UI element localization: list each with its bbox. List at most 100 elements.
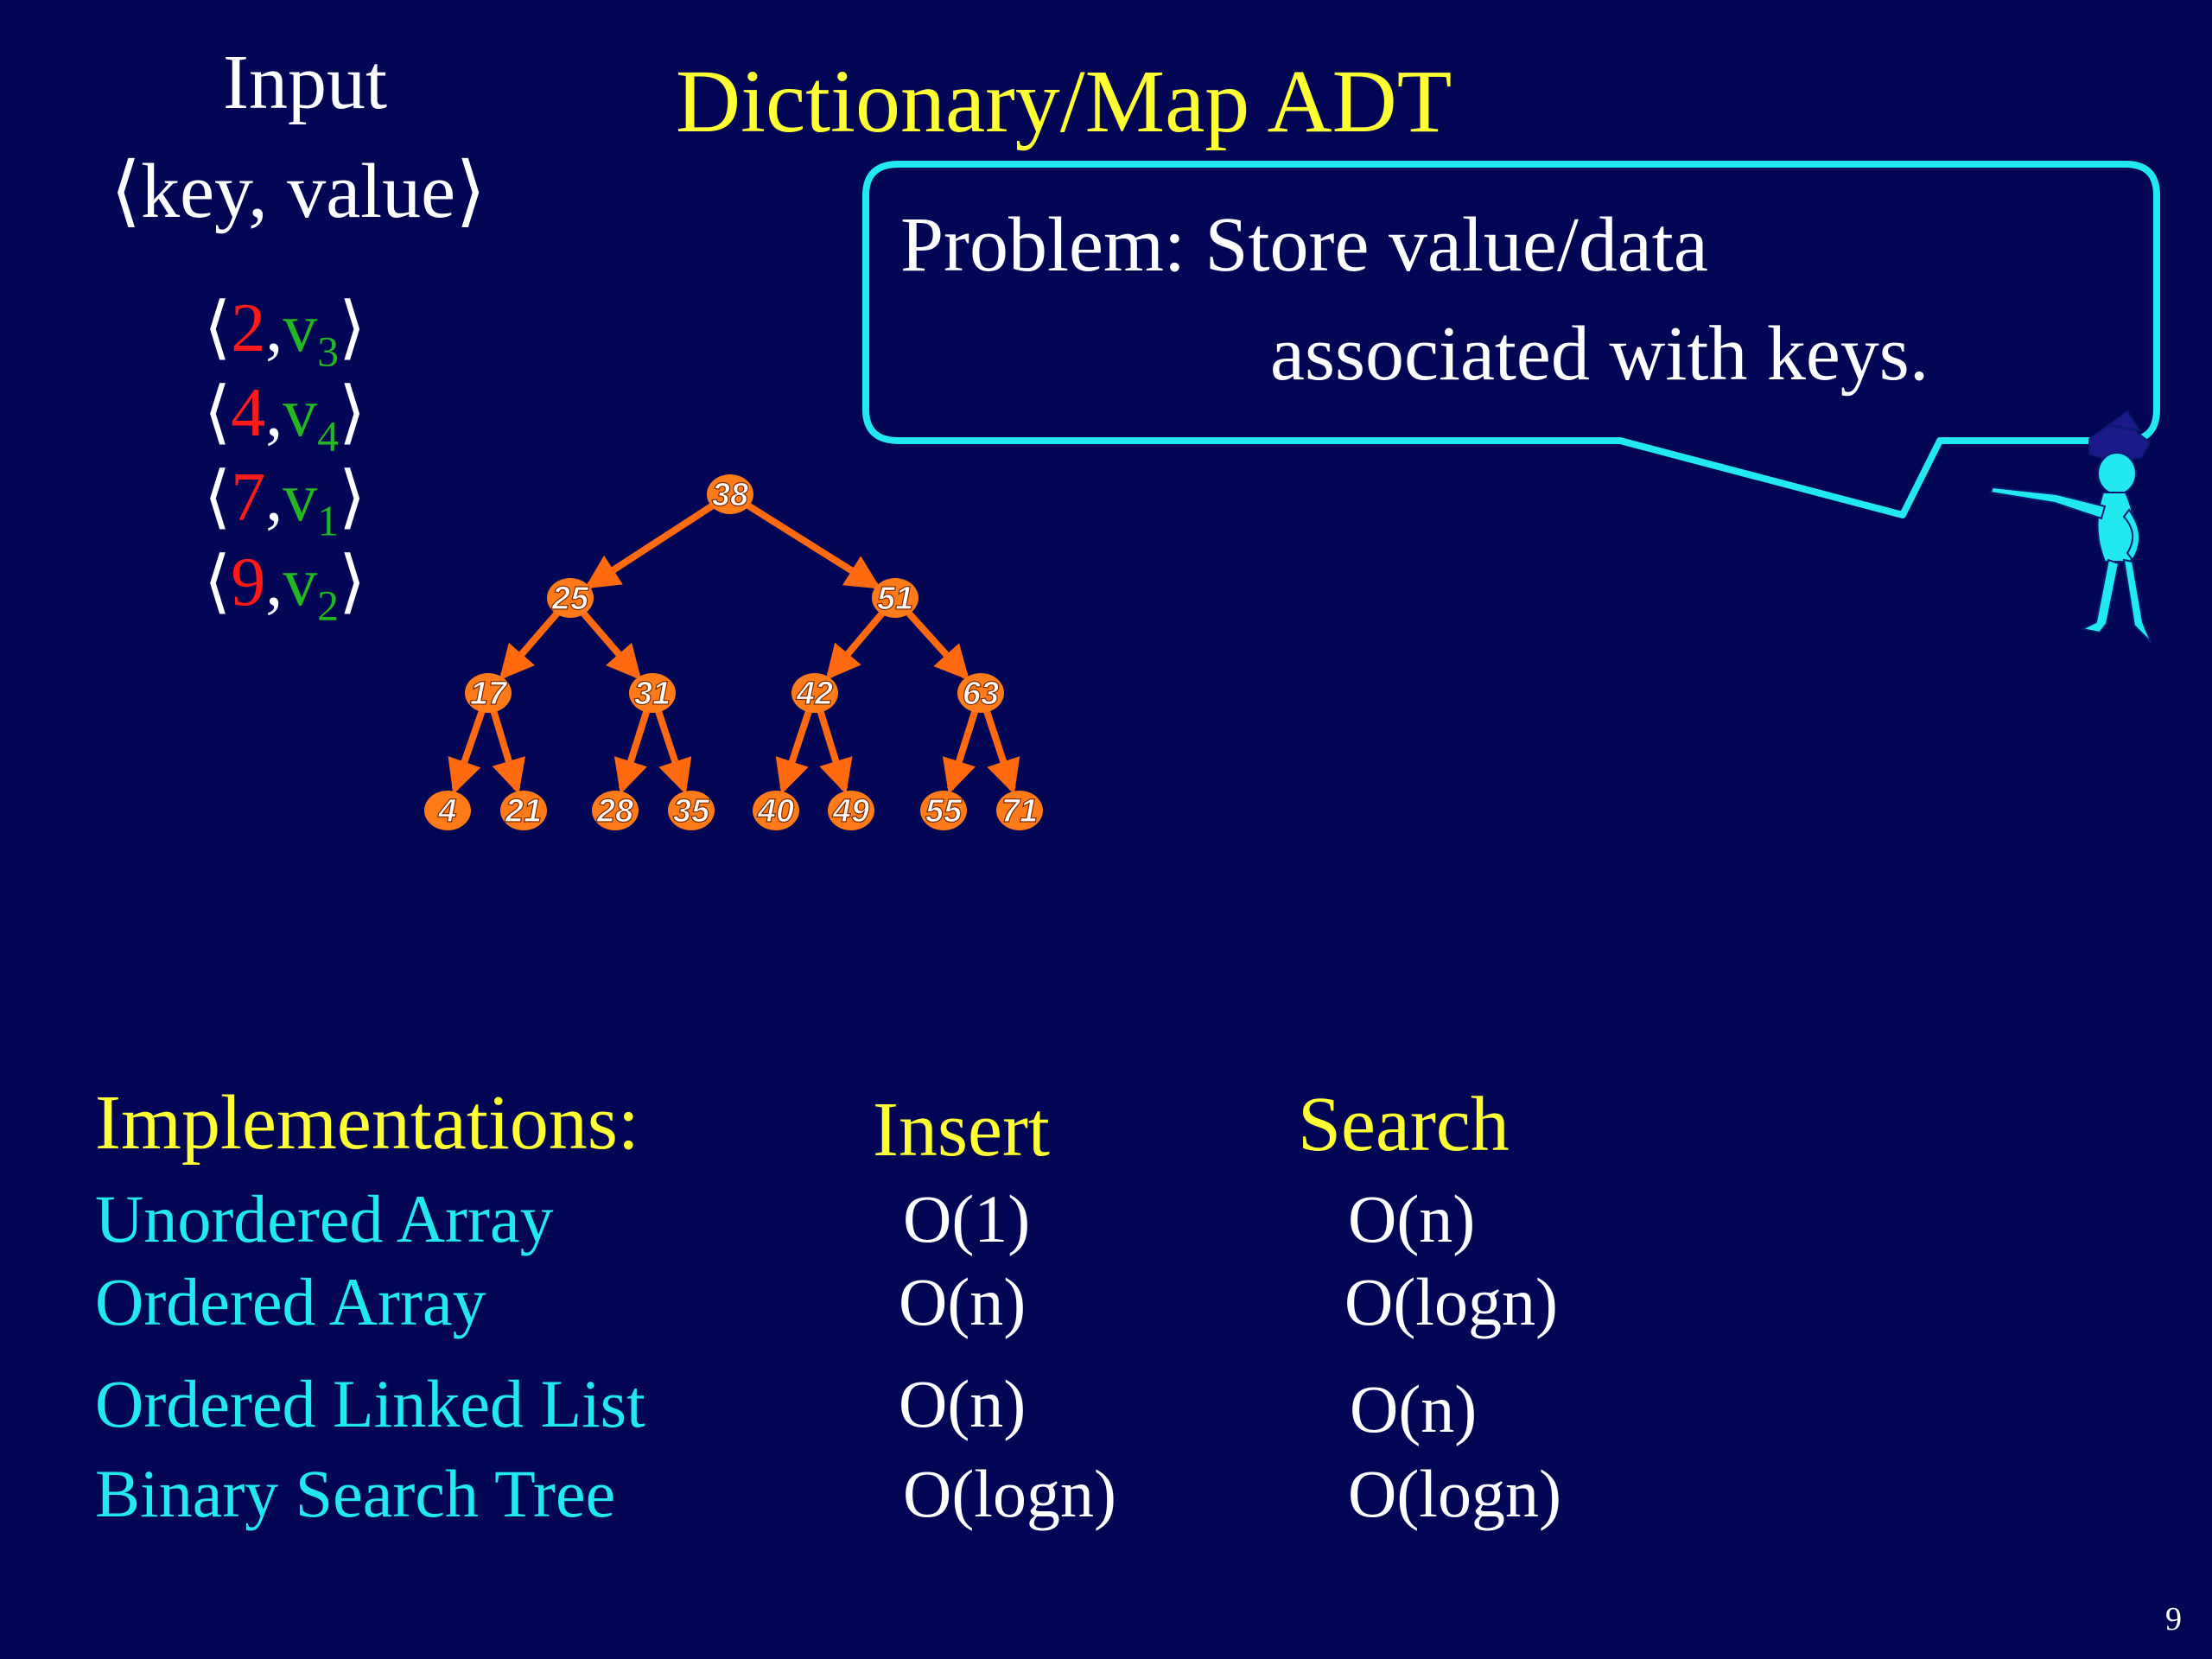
pair-close: ⟩ [339, 375, 366, 451]
tree-node: 35 [668, 791, 715, 830]
pair-row: ⟨ 4,v4⟩ [204, 372, 366, 461]
pair-value-subscript: 4 [317, 412, 340, 461]
tree-edge-arrow [982, 704, 1020, 795]
tree-node-shape [872, 578, 918, 618]
tree-edge-arrow [613, 705, 652, 795]
tree-edge-arrow [942, 705, 980, 795]
pair-value: v2 [283, 544, 340, 630]
pair-open: ⟨ [204, 460, 232, 536]
tree-node: 63 [957, 673, 1004, 713]
tree-edge-arrow [576, 606, 642, 681]
tree-edge-arrow [815, 705, 853, 795]
tree-node-shape [547, 578, 594, 618]
tree-edge-arrow [584, 499, 721, 589]
slide-title: Dictionary/Map ADT [676, 52, 1452, 151]
tree-node-key: 28 [596, 793, 634, 830]
pair-key: 9 [231, 544, 266, 620]
insert-complexity: O(1) [903, 1181, 1031, 1256]
tree-node: 71 [996, 791, 1043, 830]
tree-node-shape [629, 673, 676, 713]
tree-node-key: 4 [437, 793, 456, 830]
implementation-name: Ordered Array [95, 1264, 486, 1339]
pair-value: v1 [283, 460, 340, 545]
implementation-name: Ordered Linked List [95, 1366, 645, 1441]
pair-row: ⟨9,v2⟩ [204, 541, 366, 630]
tree-node-shape [996, 791, 1043, 830]
tree-node-shape [465, 673, 512, 713]
search-complexity: O(n) [1350, 1371, 1478, 1446]
pair-comma: , [265, 460, 283, 536]
tree-node: 31 [629, 673, 676, 713]
pair-value-subscript: 3 [317, 327, 340, 376]
pair-key: 7 [231, 460, 266, 536]
callout-line-1: Problem: Store value/data [900, 202, 1708, 288]
tree-node-key: 71 [1001, 793, 1038, 830]
callout-line-2: associated with keys. [1270, 311, 1929, 397]
column-header-search: Search [1298, 1082, 1510, 1167]
column-header-insert: Insert [873, 1087, 1050, 1173]
tree-node: 51 [872, 578, 918, 618]
pair-close: ⟩ [339, 544, 366, 620]
tree-node-key: 31 [634, 676, 671, 712]
tree-edge-arrow [775, 704, 814, 795]
tree-node-key: 49 [832, 793, 869, 830]
tree-node-shape [592, 791, 639, 830]
tree-edge-arrow [488, 705, 525, 795]
tree-node-shape [753, 791, 799, 830]
tree-node-key: 55 [925, 793, 963, 830]
pair-close: ⟩ [339, 290, 366, 366]
tree-node: 55 [920, 791, 967, 830]
pair-key: 2 [231, 290, 266, 366]
tree-edge-arrow [740, 499, 881, 589]
implementation-name: Binary Search Tree [95, 1456, 616, 1531]
pair-value: v4 [283, 375, 340, 461]
tree-node-shape [791, 673, 838, 713]
tree-node-key: 25 [551, 581, 589, 617]
pair-close: ⟩ [339, 460, 366, 536]
insert-complexity: O(n) [899, 1366, 1027, 1441]
input-format: ⟨key, value⟩ [111, 149, 486, 234]
tree-node-key: 35 [673, 793, 710, 830]
pair-open: ⟨ [204, 544, 232, 620]
tree-node: 49 [828, 791, 874, 830]
page-number: 9 [2165, 1601, 2182, 1637]
tree-node: 25 [547, 578, 594, 618]
tree-node-key: 42 [796, 676, 833, 712]
pair-comma: , [265, 375, 283, 451]
implementations-heading: Implementations: [95, 1080, 639, 1166]
tree-node-key: 21 [505, 793, 542, 830]
tree-node-shape [957, 673, 1004, 713]
pair-open: ⟨ [204, 290, 232, 366]
tree-node-shape [828, 791, 874, 830]
pair-value-subscript: 1 [317, 497, 340, 545]
pair-open: ⟨ [204, 375, 232, 451]
implementation-name: Unordered Array [95, 1181, 554, 1256]
search-complexity: O(logn) [1344, 1264, 1558, 1339]
pair-comma: , [265, 290, 283, 366]
insert-complexity: O(n) [899, 1264, 1027, 1339]
tree-node-key: 40 [757, 793, 794, 830]
search-complexity: O(n) [1348, 1181, 1476, 1256]
pair-comma: , [265, 544, 283, 620]
tree-node-shape [424, 791, 471, 830]
tree-node-key: 63 [963, 676, 999, 712]
tree-node-shape [668, 791, 715, 830]
tree-edge-arrow [499, 606, 564, 681]
tree-node: 40 [753, 791, 799, 830]
tree-edge-arrow [825, 606, 889, 681]
tree-node-shape [920, 791, 967, 830]
tree-node: 17 [465, 673, 512, 713]
search-complexity: O(logn) [1348, 1456, 1561, 1531]
tree-node: 42 [791, 673, 838, 713]
tree-node: 21 [500, 791, 547, 830]
tree-node: 38 [707, 474, 753, 514]
tree-node-key: 51 [877, 581, 913, 617]
input-heading: Input [223, 40, 387, 125]
pair-value: v3 [283, 290, 340, 376]
tree-node: 28 [592, 791, 639, 830]
speech-bubble [862, 161, 2160, 518]
tree-node-shape [500, 791, 547, 830]
tree-node: 4 [424, 791, 471, 830]
